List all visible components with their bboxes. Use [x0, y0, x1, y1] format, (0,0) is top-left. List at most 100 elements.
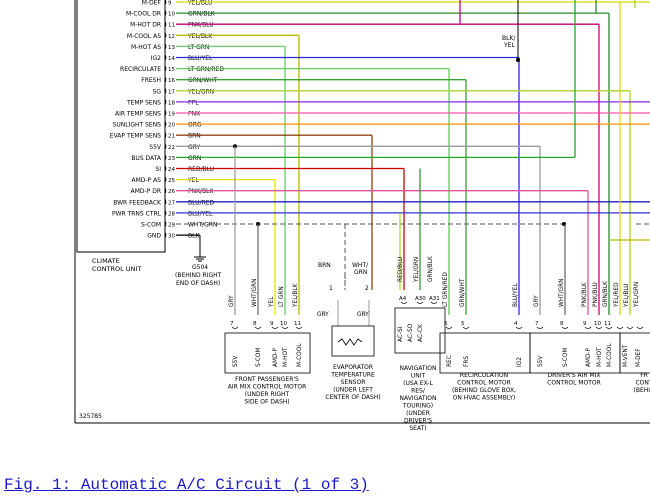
- fp_motor-connector-3: [281, 326, 289, 329]
- pin-number-27: 27: [168, 200, 175, 206]
- fp_motor-connector-2: [271, 326, 279, 329]
- pin-func-16: FRESH: [141, 77, 161, 84]
- pin-wire-color-10: GRN/BLK: [188, 11, 216, 18]
- pin-func-25: AMD-P AS: [131, 177, 161, 184]
- dr_motor-pin-2: 9: [583, 321, 587, 327]
- pin-func-20: SUNLIGHT SENS: [113, 122, 162, 129]
- dr_motor-label-1: CONTROL MOTOR: [547, 380, 601, 387]
- nav_unit-connector-0: [400, 301, 408, 304]
- recirc_motor-connector-1: [462, 326, 470, 329]
- pin-connector-18: [164, 98, 167, 106]
- fp_motor-wire-label-4: YEL/BLK: [293, 283, 299, 308]
- pin-number-9: 9: [168, 1, 172, 7]
- pin-wire-color-26: PNK/BLK: [188, 188, 215, 195]
- ground-location-1: (BEHIND RIGHT: [175, 272, 222, 279]
- pin-func-22: S5V: [149, 144, 162, 151]
- nav_unit-label-1: UNIT: [411, 373, 426, 380]
- pin-wire-color-24: RED/BLU: [188, 166, 214, 173]
- dr_motor-connector-4: [605, 326, 613, 329]
- right_motor-func-0: M-VENT: [623, 344, 629, 367]
- pin-number-21: 21: [168, 134, 175, 140]
- pin-wire-color-17: YEL/GRN: [187, 88, 214, 95]
- pin-connector-16: [164, 76, 167, 83]
- thermistor-symbol: [337, 338, 363, 346]
- fp_motor-func-0: S5V: [233, 356, 239, 367]
- right_motor-label-2: (BEHIN: [633, 387, 650, 394]
- dr_motor-wire-label-3: PNK/BLU: [593, 282, 599, 307]
- dr_motor-connector-0: [536, 326, 544, 329]
- right_motor-connector-1: [626, 326, 634, 329]
- dr_motor-wire-label-2: PNK/BLK: [582, 282, 588, 307]
- nav_unit-wire-label-1: YEL/GRN: [414, 257, 420, 283]
- nav_unit-label-4: NAVIGATION: [399, 395, 436, 402]
- fp_motor-pin-3: 10: [280, 321, 287, 327]
- fp_motor-label-2: (UNDER RIGHT: [245, 391, 290, 398]
- nav_unit-label-8: SEAT): [409, 425, 426, 432]
- fp_motor-wire-label-2: YEL: [269, 296, 275, 308]
- right_motor-label-1: CONT: [635, 380, 650, 387]
- dr_motor-pin-4: 11: [604, 321, 611, 327]
- dr_motor-func-1: S-COM: [563, 348, 569, 367]
- recirc_motor-wire-label-0: LT GRN/RED: [443, 272, 449, 307]
- fp_motor-connector-4: [295, 326, 303, 329]
- pin-connector-27: [164, 198, 167, 205]
- dr_motor-wire-label-4: GRN/BLK: [603, 281, 609, 307]
- dr_motor-connector-3: [595, 326, 603, 329]
- fp_motor-func-4: M-COOL: [297, 343, 303, 367]
- pin-func-18: TEMP SENS: [126, 99, 161, 106]
- pin-wire-color-22: GRY: [188, 144, 200, 151]
- nav_unit-label-6: (UNDER: [406, 410, 430, 417]
- right_motor-wire-label-0: YEL/RED: [614, 282, 620, 308]
- recirc_motor-pin-1: 5: [461, 321, 465, 327]
- fp_motor-func-3: M-HOT: [283, 347, 289, 367]
- nav_unit-connector-1: [416, 301, 424, 304]
- fp_motor-box: [224, 332, 311, 374]
- right_motor-connector-0: [616, 326, 624, 329]
- evap-pin-1: 2: [365, 285, 369, 292]
- nav_unit-label-2: (USA EX-L: [403, 380, 433, 387]
- right_motor-connector-2: [636, 326, 644, 329]
- pin-func-10: M-COOL DR: [126, 11, 161, 18]
- nav_unit-func-1: AC-SO: [408, 323, 414, 342]
- nav_unit-box: [394, 307, 446, 354]
- dr_motor-label-0: DRIVER'S AIR MIX: [548, 372, 601, 379]
- pin-wire-color-25: YEL: [187, 177, 199, 184]
- pin-func-29: S-COM: [141, 222, 161, 229]
- nav_unit-pin-0: A4: [399, 296, 407, 302]
- pin-func-13: M-HOT AS: [131, 44, 161, 51]
- pin-func-19: AIR TEMP SENS: [115, 111, 161, 118]
- pin-connector-12: [164, 32, 167, 39]
- fp_motor-label-0: FRONT PASSENGER'S: [235, 376, 299, 383]
- control-unit-label-2: CONTROL UNIT: [92, 265, 141, 273]
- circuit-wires: [176, 0, 650, 326]
- recirc_motor-label-1: CONTROL MOTOR: [457, 380, 511, 387]
- recirc_motor-pin-2: 4: [514, 321, 518, 327]
- evap-label-1: TEMPERATURE: [330, 372, 375, 379]
- pin-func-30: GND: [147, 233, 161, 240]
- right_motor-box: [619, 332, 650, 374]
- dr_motor-func-2: AMD-P: [586, 347, 592, 367]
- dr_motor-pin-0: 7: [535, 321, 539, 327]
- pin-func-21: EVAP TEMP SENS: [110, 133, 161, 140]
- nav_unit-pin-2: A31: [429, 296, 440, 302]
- fp_motor-wire-label-0: GRY: [229, 295, 235, 307]
- right_motor-label-0: FR: [640, 372, 648, 379]
- recirc_motor-label-2: (BEHIND GLOVE BOX,: [452, 387, 516, 394]
- pin-connector-29: [164, 220, 167, 228]
- fp_motor-pin-4: 11: [294, 321, 301, 327]
- pin-wire-color-20: ORG: [188, 122, 202, 129]
- nav_unit-label-3: RES/: [411, 388, 426, 395]
- pin-func-11: M-HOT DR: [130, 22, 161, 29]
- evap-label-2: SENSOR: [341, 379, 366, 386]
- pin-func-9: M-DEF: [142, 0, 162, 7]
- recirc_motor-connector-0: [445, 326, 453, 329]
- pin-connector-22: [164, 143, 167, 150]
- pin-wire-color-29: WHT/GRN: [188, 222, 217, 229]
- pin-wire-color-16: GRN/WHT: [188, 77, 218, 84]
- evap-label-3: (UNDER LEFT: [333, 387, 373, 394]
- figure-caption-link[interactable]: Fig. 1: Automatic A/C Circuit (1 of 3): [4, 476, 369, 494]
- dr_motor-pin-1: 8: [560, 321, 564, 327]
- dr_motor-connector-1: [561, 326, 569, 329]
